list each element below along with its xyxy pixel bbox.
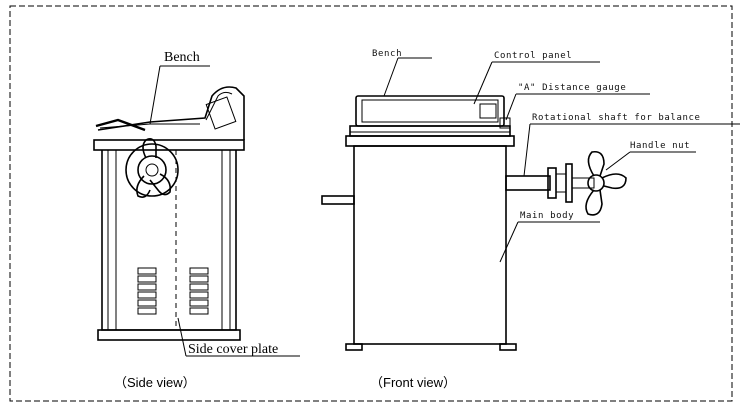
a-distance-gauge-label: "A" Distance gauge: [518, 83, 626, 93]
control-panel-label: Control panel: [494, 51, 572, 61]
side-cover-plate-label: Side cover plate: [188, 342, 278, 357]
handle-nut-label: Handle nut: [630, 141, 690, 151]
front-view-caption: （Front view）: [370, 375, 456, 390]
front-bench-label: Bench: [372, 49, 402, 59]
side-view-drawing: [93, 65, 300, 357]
side-view-caption: （Side view）: [114, 375, 196, 390]
front-view-drawing: [321, 57, 740, 351]
figure-frame: [9, 5, 733, 402]
main-body-label: Main body: [520, 211, 574, 221]
rotational-shaft-label: Rotational shaft for balance: [532, 113, 701, 123]
side-bench-label: Bench: [164, 50, 200, 65]
